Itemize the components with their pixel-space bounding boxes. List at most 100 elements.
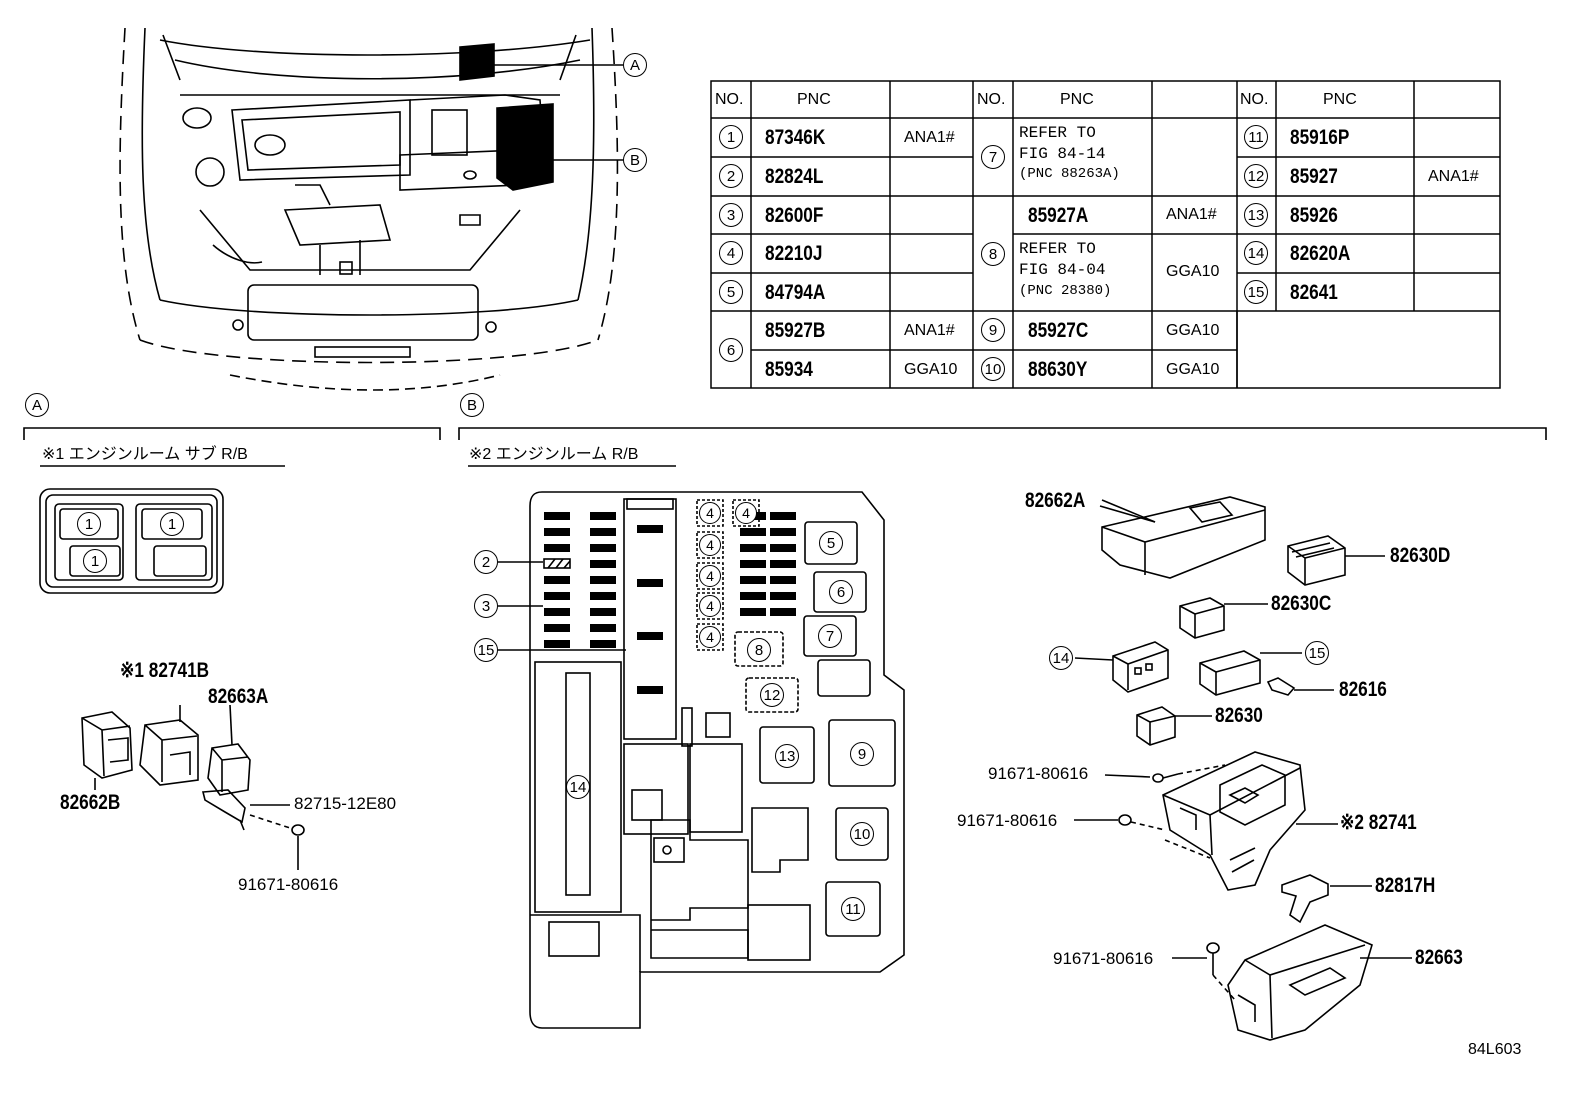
fuse-slots: [544, 512, 796, 694]
callout-a-section: A: [25, 393, 49, 417]
table-pnc-11: 85916P: [1290, 126, 1350, 149]
table-pnc-9: 85927C: [1028, 319, 1089, 342]
table-pnc-8: 85927A: [1028, 204, 1089, 227]
table-no-9: 9: [981, 318, 1005, 342]
table-pnc-14: 82620A: [1290, 242, 1351, 265]
rb-label-4f: 4: [699, 626, 721, 648]
rb-label-4e: 4: [699, 595, 721, 617]
table-pnc-4: 82210J: [765, 242, 823, 265]
part-82741: ※2 82741: [1340, 811, 1417, 834]
leader-82662a: [1101, 499, 1156, 523]
main-relay-block-outline: [498, 491, 905, 1029]
sub-relay-block-top: [39, 488, 224, 594]
table-no-4: 4: [719, 241, 743, 265]
rb-label-9: 9: [850, 742, 874, 766]
table-no-14: 14: [1244, 241, 1268, 265]
part-91671-80616-d: 91671-80616: [1053, 949, 1154, 968]
part-82662a: 82662A: [1025, 489, 1086, 512]
part-label-14: 14: [1049, 646, 1073, 670]
rb-label-13: 13: [775, 744, 799, 768]
part-82663: 82663: [1415, 946, 1463, 969]
table-note-10: GGA10: [1166, 361, 1220, 378]
table-no-3: 3: [719, 203, 743, 227]
rb-label-8: 8: [747, 638, 771, 662]
part-82715-12e80: 82715-12E80: [294, 794, 397, 813]
table-pnc-13: 85926: [1290, 204, 1338, 227]
table-pnc-10: 88630Y: [1028, 358, 1088, 381]
table-no-12: 12: [1244, 164, 1268, 188]
table-no-2: 2: [719, 164, 743, 188]
table-pnc-6b: 85934: [765, 358, 813, 381]
rb-label-15: 15: [474, 638, 498, 662]
part-82616: 82616: [1339, 678, 1387, 701]
rb-label-4b: 4: [735, 502, 757, 524]
figure-id: 84L603: [1468, 1041, 1522, 1058]
part-82741b: ※1 82741B: [120, 659, 210, 682]
rb-label-12: 12: [760, 683, 784, 707]
part-91671-80616-a: 91671-80616: [238, 875, 339, 894]
engine-bay-illustration: [119, 27, 623, 391]
table-no-15: 15: [1244, 280, 1268, 304]
section-b-bracket: [458, 427, 1547, 440]
table-pnc-3: 82600F: [765, 204, 824, 227]
rb-label-11: 11: [841, 897, 865, 921]
table-header-no-1: NO.: [715, 91, 744, 108]
rb-label-6: 6: [829, 580, 853, 604]
table-note-6a: ANA1#: [904, 322, 955, 339]
part-82662b: 82662B: [60, 791, 121, 814]
table-ref8-line3: (PNC 28380): [1019, 283, 1112, 299]
callout-a-top: A: [623, 53, 647, 77]
table-no-11: 11: [1244, 125, 1268, 149]
table-no-13: 13: [1244, 203, 1268, 227]
table-ref7-line1: REFER TO: [1019, 124, 1096, 142]
table-no-6: 6: [719, 338, 743, 362]
section-a-bracket: [23, 427, 441, 440]
rb-label-4c: 4: [699, 534, 721, 556]
table-ref8-line2: FIG 84-04: [1019, 261, 1106, 279]
part-82630: 82630: [1215, 704, 1263, 727]
part-82663a: 82663A: [208, 685, 269, 708]
section-a-title: ※1 エンジンルーム サブ R/B: [42, 446, 248, 463]
part-82630d: 82630D: [1390, 544, 1451, 567]
sub-rb-fuse-label-1: 1: [77, 512, 101, 536]
part-82630c: 82630C: [1271, 592, 1332, 615]
table-pnc-15: 82641: [1290, 281, 1338, 304]
rb-label-4d: 4: [699, 565, 721, 587]
table-note-1: ANA1#: [904, 129, 955, 146]
rb-label-10: 10: [850, 822, 874, 846]
table-header-no-2: NO.: [977, 91, 1006, 108]
section-b-exploded-parts: [1074, 496, 1412, 1041]
table-header-pnc-1: PNC: [797, 91, 831, 108]
section-b-title: ※2 エンジンルーム R/B: [469, 446, 639, 463]
sub-rb-fuse-label-2: 1: [160, 512, 184, 536]
callout-b-top: B: [623, 148, 647, 172]
table-pnc-1: 87346K: [765, 126, 826, 149]
table-no-8: 8: [981, 242, 1005, 266]
table-pnc-6a: 85927B: [765, 319, 826, 342]
table-pnc-2: 82824L: [765, 165, 824, 188]
table-ref8-line1: REFER TO: [1019, 240, 1096, 258]
table-note-8a: ANA1#: [1166, 206, 1217, 223]
rb-label-14: 14: [566, 775, 590, 799]
sub-rb-fuse-label-3: 1: [83, 549, 107, 573]
section-a-parts: [81, 704, 305, 870]
rb-label-2: 2: [474, 550, 498, 574]
part-91671-80616-c: 91671-80616: [957, 811, 1058, 830]
table-no-10: 10: [981, 357, 1005, 381]
table-note-9: GGA10: [1166, 322, 1220, 339]
table-ref7-line2: FIG 84-14: [1019, 145, 1106, 163]
part-82817h: 82817H: [1375, 874, 1436, 897]
table-header-pnc-2: PNC: [1060, 91, 1094, 108]
table-pnc-12: 85927: [1290, 165, 1338, 188]
table-note-8b: GGA10: [1166, 263, 1220, 280]
table-note-6b: GGA10: [904, 361, 958, 378]
callout-b-section: B: [460, 393, 484, 417]
table-note-12: ANA1#: [1428, 168, 1479, 185]
table-no-5: 5: [719, 280, 743, 304]
table-ref7-line3: (PNC 88263A): [1019, 166, 1120, 182]
rb-label-7: 7: [818, 624, 842, 648]
table-no-7: 7: [981, 145, 1005, 169]
rb-label-3: 3: [474, 594, 498, 618]
